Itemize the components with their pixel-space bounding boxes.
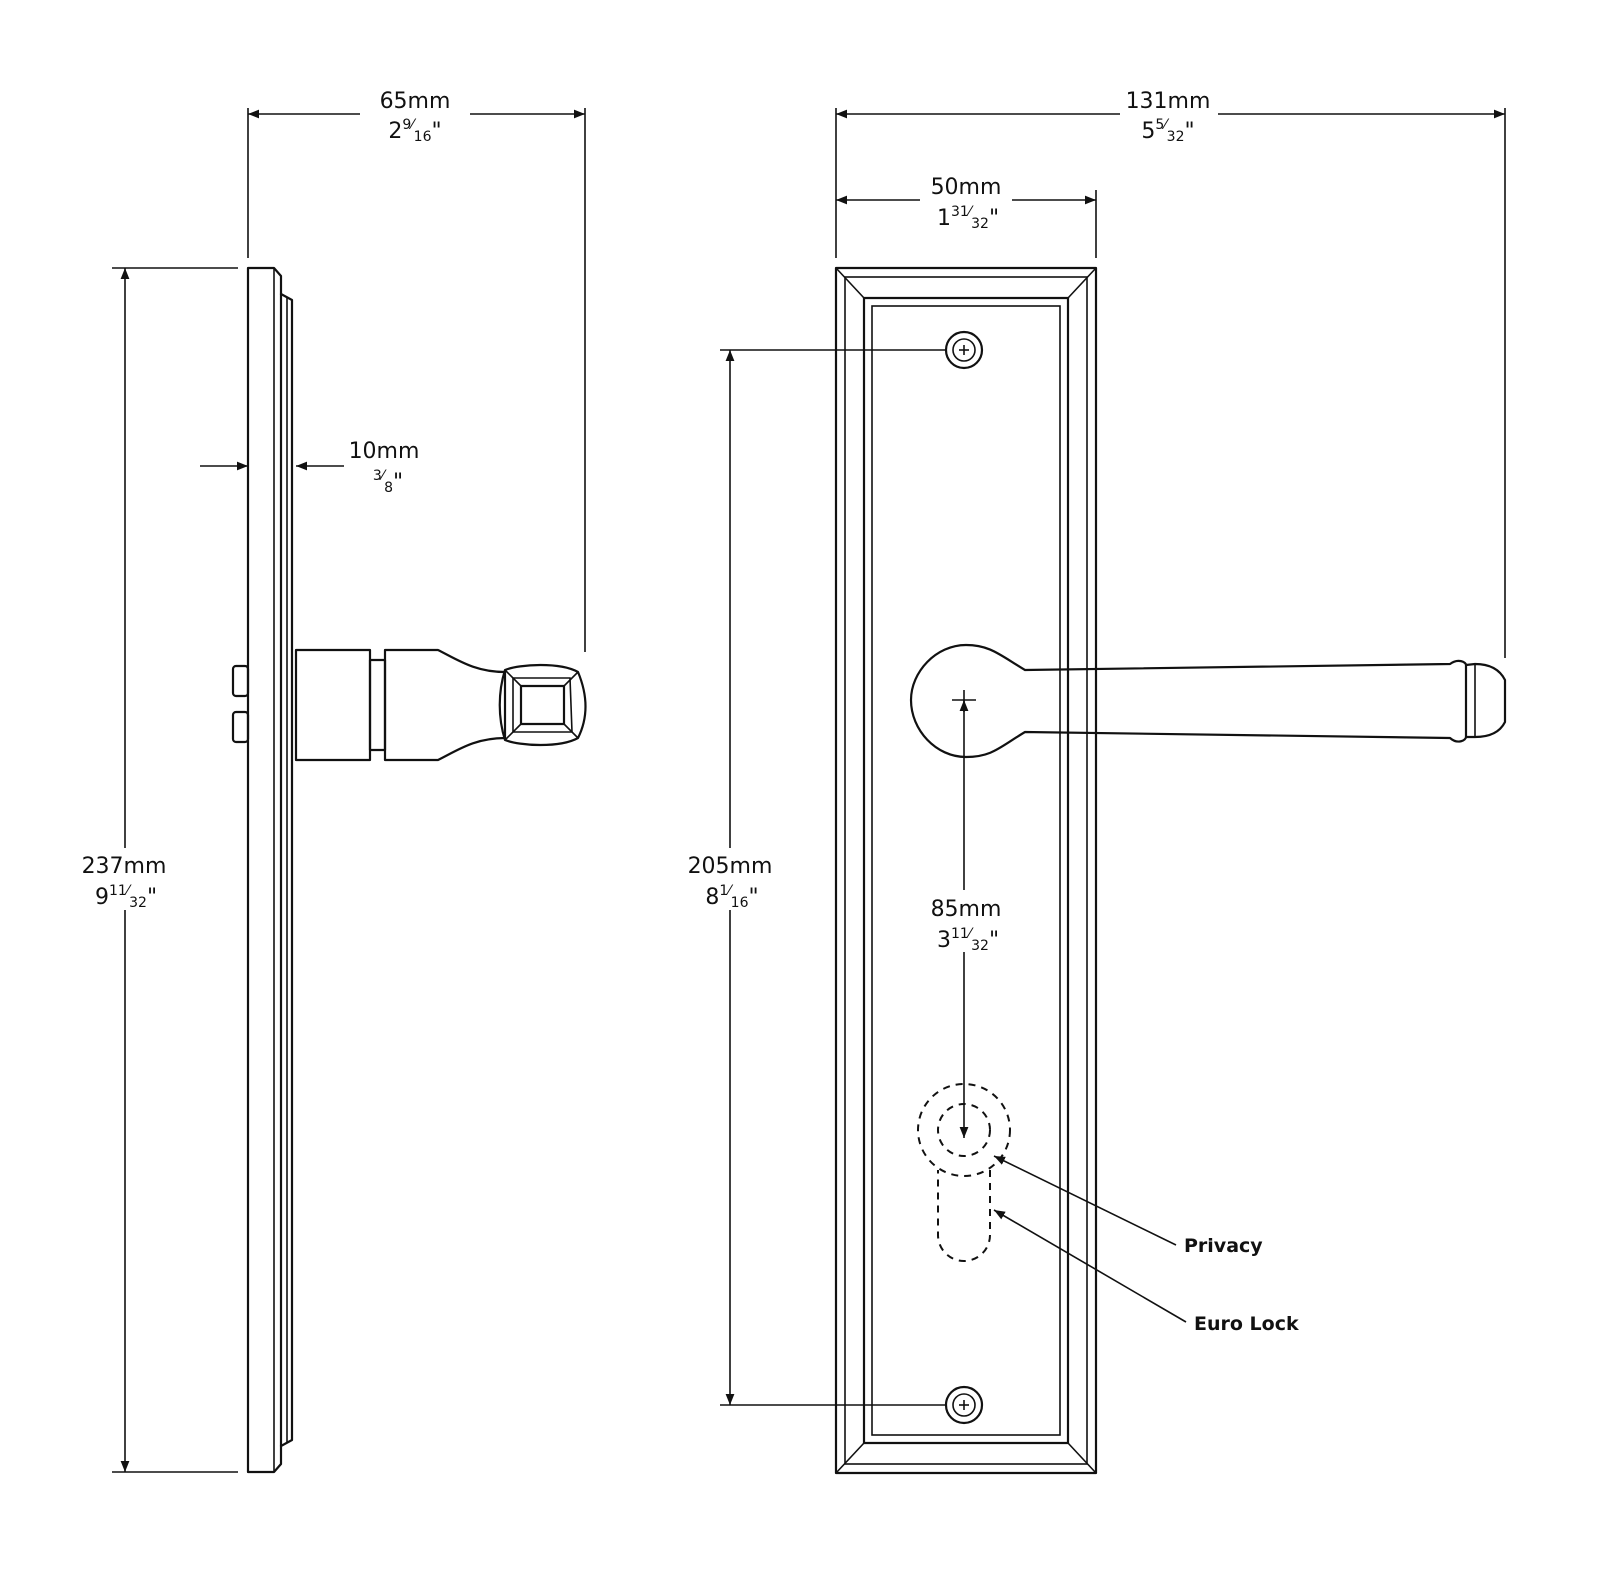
privacy-turn-outline [917, 1083, 1011, 1177]
dim-total-width-in: 55⁄32" [1141, 117, 1194, 145]
side-collar [368, 658, 387, 752]
dim-height-mm: 237mm [82, 854, 167, 879]
side-stud-upper [231, 664, 250, 698]
side-stud-lower [231, 710, 250, 744]
dim-fixing-centres-in: 81⁄16" [705, 883, 758, 911]
dim-total-width-mm: 131mm [1126, 89, 1211, 114]
dim-plate-width-in: 131⁄32" [937, 204, 999, 232]
side-lever-face [519, 684, 566, 726]
dim-thickness-mm: 10mm [349, 439, 420, 464]
front-view [720, 108, 1507, 1475]
label-privacy: Privacy [1184, 1235, 1263, 1257]
side-backplate [246, 266, 283, 1474]
label-euro-lock: Euro Lock [1194, 1313, 1299, 1335]
dim-height-in: 911⁄32" [95, 883, 157, 911]
dim-fixing-centres-mm: 205mm [688, 854, 773, 879]
screw-bottom [944, 1385, 984, 1425]
dim-plate-width-mm: 50mm [931, 175, 1002, 200]
dim-side-width-in: 29⁄16" [388, 117, 441, 145]
front-backplate [834, 266, 1098, 1475]
side-rose [294, 648, 372, 762]
lever-handle [909, 643, 1468, 759]
side-view [112, 108, 587, 1474]
euro-lock-outline [937, 1170, 991, 1262]
lever-tip [1464, 662, 1507, 739]
dim-side-width-mm: 65mm [380, 89, 451, 114]
side-frontplate [279, 292, 294, 1448]
side-lever-neck [383, 648, 507, 762]
screw-top [944, 330, 984, 370]
dim-lever-lock-in: 311⁄32" [937, 926, 999, 954]
dim-thickness-in: 3⁄8" [373, 468, 403, 496]
dim-lever-lock-mm: 85mm [931, 897, 1002, 922]
front-frontplate [862, 296, 1070, 1445]
